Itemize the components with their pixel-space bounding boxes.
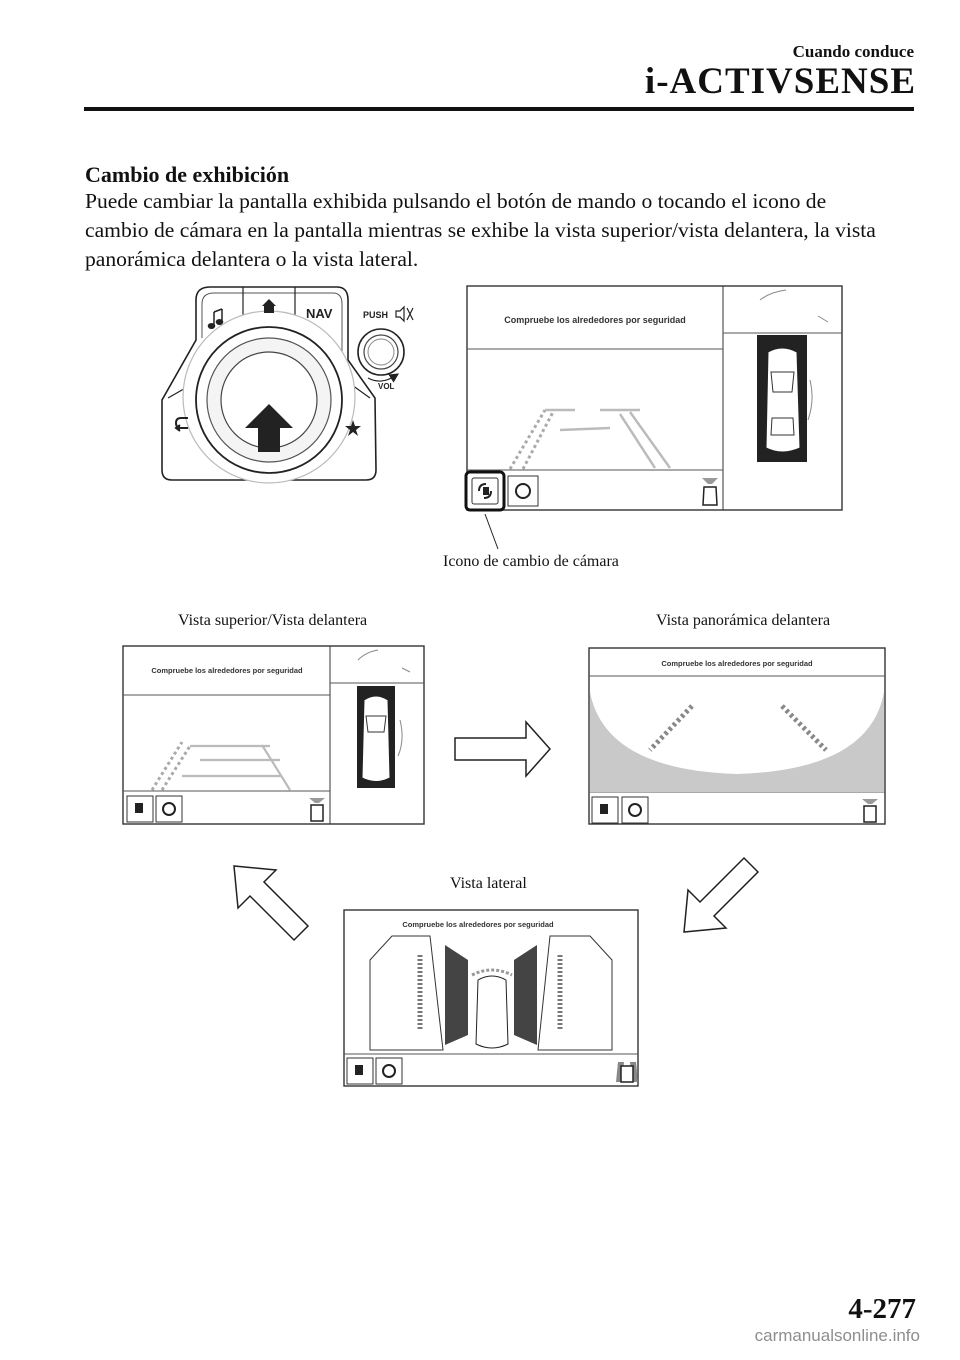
camera-switch-icon[interactable]	[126, 795, 154, 823]
side-view-banner: Compruebe los alrededores por seguridad	[402, 920, 554, 929]
callout-line	[484, 513, 499, 550]
favorite-icon	[345, 420, 361, 436]
home-icon	[262, 299, 276, 313]
settings-icon[interactable]	[155, 795, 183, 823]
header-section-label: Cuando conduce	[792, 42, 914, 61]
sensor-car-icon	[616, 1062, 638, 1083]
panoramic-view-screen: Compruebe los alrededores por seguridad	[588, 647, 886, 825]
top-front-view-screen: Compruebe los alrededores por seguridad	[122, 645, 425, 825]
camera-switch-icon-label: Icono de cambio de cámara	[443, 553, 619, 570]
vol-label: VOL	[378, 382, 395, 391]
arrow-to-top-front-view	[233, 865, 310, 942]
nav-label: NAV	[306, 306, 333, 321]
watermark: carmanualsonline.info	[754, 1326, 920, 1345]
settings-icon[interactable]	[507, 475, 539, 507]
camera-switch-icon[interactable]	[471, 477, 499, 505]
volume-knob: PUSH VOL	[357, 305, 414, 391]
main-screen-banner: Compruebe los alrededores por seguridad	[504, 315, 686, 325]
settings-icon[interactable]	[375, 1057, 403, 1085]
body-line: Puede cambiar la pantalla exhibida pulsa…	[85, 189, 827, 213]
top-front-view-label: Vista superior/Vista delantera	[178, 612, 368, 629]
body-paragraph: Puede cambiar la pantalla exhibida pulsa…	[85, 187, 920, 274]
body-line: cambio de cámara en la pantalla mientras…	[85, 218, 876, 242]
arrow-to-side-view	[683, 856, 760, 933]
main-camera-screen: Compruebe los alrededores por seguridad	[464, 285, 843, 512]
side-view-label: Vista lateral	[450, 875, 527, 892]
mute-icon	[395, 305, 414, 323]
page-number: 4-277	[848, 1293, 916, 1325]
arrow-to-panoramic	[454, 720, 552, 778]
settings-icon[interactable]	[621, 796, 649, 824]
commander-control	[161, 286, 377, 484]
panoramic-view-label: Vista panorámica delantera	[656, 612, 831, 629]
panoramic-banner: Compruebe los alrededores por seguridad	[661, 659, 813, 668]
header-divider	[84, 107, 914, 111]
push-arrow-icon	[245, 404, 293, 452]
sensor-car-icon	[702, 478, 718, 506]
top-front-banner: Compruebe los alrededores por seguridad	[151, 666, 303, 675]
sensor-car-icon	[862, 799, 878, 823]
side-view-screen: Compruebe los alrededores por seguridad	[343, 909, 639, 1087]
push-label: PUSH	[363, 310, 388, 320]
note-icon	[207, 308, 224, 330]
back-icon	[174, 417, 188, 432]
camera-switch-icon[interactable]	[591, 796, 619, 824]
section-heading: Cambio de exhibición	[85, 162, 290, 187]
sensor-car-icon	[309, 798, 325, 822]
body-line: panorámica delantera o la vista lateral.	[85, 247, 419, 271]
header-title: i-ACTIVSENSE	[644, 61, 916, 102]
camera-switch-icon[interactable]	[346, 1057, 374, 1085]
car-topview	[765, 347, 801, 453]
